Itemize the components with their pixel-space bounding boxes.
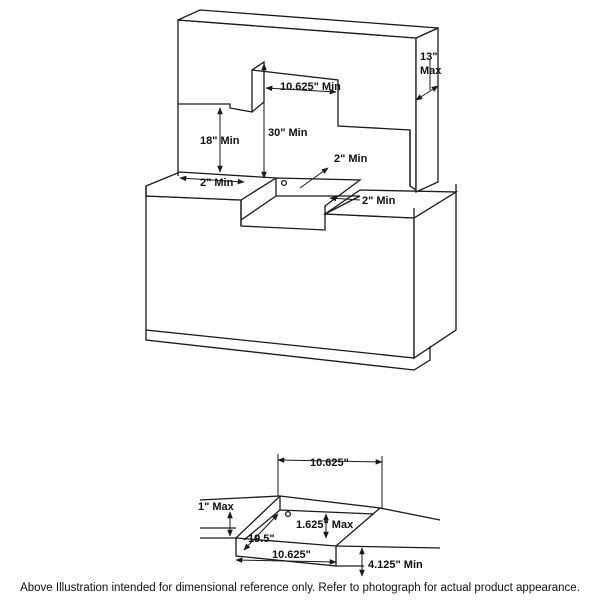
cutout-hole-icon	[280, 179, 288, 187]
dim-width-min-label: 10.625" Min	[280, 81, 341, 93]
cabinet-base	[145, 330, 431, 371]
dim-right-2-line	[329, 195, 361, 202]
dim-left-2-label: 2" Min	[200, 177, 234, 189]
counter-top-lines	[199, 495, 441, 549]
cutout-hole-detail-icon	[284, 510, 292, 518]
dim-bottom-width-label: 10.625"	[272, 549, 311, 561]
dim-width-min-line	[265, 85, 337, 95]
dim-depth-label: 19.5"	[248, 533, 275, 545]
cutout-opening	[240, 177, 362, 226]
dim-13-line	[415, 85, 439, 101]
dim-back-2-label: 2" Min	[334, 153, 368, 165]
dim-depth-line	[243, 513, 279, 551]
dim-lip-label: 1" Max	[198, 501, 235, 513]
dim-left-2-line	[179, 175, 245, 185]
dim-18-label: 18" Min	[200, 135, 240, 147]
dim-back-2-line	[299, 167, 329, 189]
cutout-floor	[276, 195, 361, 215]
disclaimer-caption: Above Illustration intended for dimensio…	[20, 582, 580, 594]
cutout-detail-illustration: 10.625" 1" Max 1.625" Max 19.5" 10.625" …	[198, 454, 441, 577]
dim-height-label: 4.125" Min	[368, 559, 423, 571]
countertop-edge	[145, 184, 457, 218]
backsplash-panel	[177, 19, 417, 192]
dim-bottom-width-line	[235, 557, 337, 565]
cabinet-front	[145, 195, 415, 359]
dim-right-2-label: 2" Min	[362, 195, 396, 207]
cabinet-illustration: 10.625" Min 30" Min 18" Min 2" Min 2" Mi…	[145, 9, 459, 371]
dim-13-label: 13"	[420, 51, 437, 63]
dim-30-label: 30" Min	[268, 127, 308, 139]
dim-inset-label: 1.625" Max	[296, 519, 354, 531]
dim-top-width-line	[277, 457, 383, 465]
cabinet-side	[413, 190, 457, 360]
dim-13-max-label: Max	[420, 65, 442, 77]
dim-top-width-label: 10.625"	[310, 457, 349, 469]
backsplash-lower	[177, 104, 411, 186]
backsplash-top	[177, 9, 439, 39]
